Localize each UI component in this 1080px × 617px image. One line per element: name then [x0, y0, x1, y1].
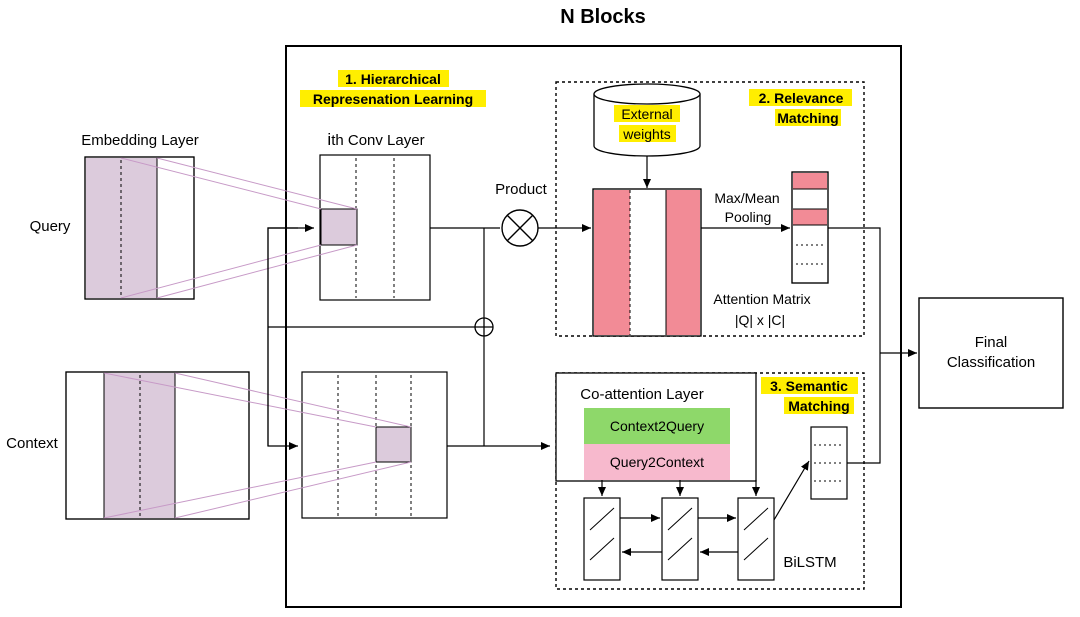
diagram-title: N Blocks [560, 6, 646, 28]
query2context-label: Query2Context [610, 454, 704, 470]
attention-matrix-label-line2: |Q| x |C| [735, 312, 785, 328]
query-projection-line [156, 244, 358, 299]
hierarchical-label-line1: 1. Hierarchical [345, 71, 441, 87]
context2query-label: Context2Query [610, 418, 704, 434]
attention-matrix-column [594, 190, 630, 335]
relevance-matching-region [555, 81, 865, 337]
relevance-highlight-1 [749, 89, 852, 106]
semantic-label-line1: 3. Semantic [770, 378, 848, 394]
external-weights-highlight-1 [614, 105, 680, 122]
context-projection-line [174, 372, 412, 428]
pooled-to-final-connector [828, 227, 881, 353]
relevance-highlight-2 [775, 109, 841, 126]
bilstm-cell-slash [589, 507, 615, 531]
bilstm-cell-slash [589, 537, 615, 561]
semantic-highlight-2 [784, 397, 854, 414]
final-classification-line2: Classification [947, 354, 1035, 371]
bilstm-cell [737, 497, 775, 581]
context-projection-line [174, 461, 412, 519]
bilstm-cell-slash [667, 507, 693, 531]
product-node-cross [506, 214, 534, 242]
context-embedding-highlight [104, 373, 175, 518]
hierarchical-label-line2: Represenation Learning [313, 91, 473, 107]
query-projection-line [156, 157, 358, 210]
pooled-vector-cell-highlight [793, 173, 827, 189]
external-weights-cylinder-top [593, 83, 701, 105]
context-embedding-outline [65, 371, 250, 520]
pooling-label-line1: Max/Mean [714, 190, 779, 206]
bilstm-cell [661, 497, 699, 581]
query-projection-line [120, 244, 322, 299]
query-projection-line [120, 157, 322, 210]
pooling-label-line2: Pooling [725, 209, 772, 225]
query-conv-kernel [320, 208, 358, 246]
context-label: Context [6, 435, 59, 452]
query-embedding-outline [84, 156, 195, 300]
semantic-label-line2: Matching [788, 398, 849, 414]
external-weights-highlight-2 [619, 125, 676, 142]
final-classification-box [918, 297, 1064, 409]
pooled-vector-cell-highlight [793, 209, 827, 225]
attention-matrix-label-line1: Attention Matrix [713, 291, 810, 307]
attention-matrix-column [666, 190, 700, 335]
conv-layer-label: ith Conv Layer [327, 130, 424, 149]
context-projection-line [103, 461, 377, 519]
semantic-highlight-1 [761, 377, 858, 394]
context-conv-box [301, 371, 448, 519]
attention-matrix-outline [592, 188, 702, 337]
coattention-title: Co-attention Layer [580, 386, 703, 403]
external-weights-label-line1: External [621, 106, 672, 122]
relevance-label-line1: 2. Relevance [759, 90, 844, 106]
query-label: Query [30, 218, 71, 235]
query-to-context-connector [267, 227, 298, 450]
relevance-label-line2: Matching [777, 110, 838, 126]
external-weights-label-line2: weights [622, 126, 670, 142]
context-projection-line [103, 372, 377, 428]
bilstm-label: BiLSTM [783, 554, 836, 571]
semantic-matching-region [555, 372, 865, 590]
bilstm-cell-slash [667, 537, 693, 561]
context2query-block [584, 408, 730, 444]
query2context-block [584, 444, 730, 480]
bilstm-cell [583, 497, 621, 581]
final-classification-line1: Final [975, 334, 1008, 351]
lstm-to-vector-arrow [773, 460, 810, 521]
context-to-query-connector [267, 224, 314, 446]
context-conv-kernel [375, 426, 412, 463]
hierarchical-highlight-2 [300, 90, 486, 107]
product-label: Product [495, 181, 548, 198]
bilstm-cell-slash [743, 507, 769, 531]
embedding-layer-label: Embedding Layer [81, 132, 199, 149]
bilstm-cell-slash [743, 537, 769, 561]
semantic-to-final-connector [847, 353, 881, 464]
hierarchical-highlight-1 [338, 70, 449, 87]
